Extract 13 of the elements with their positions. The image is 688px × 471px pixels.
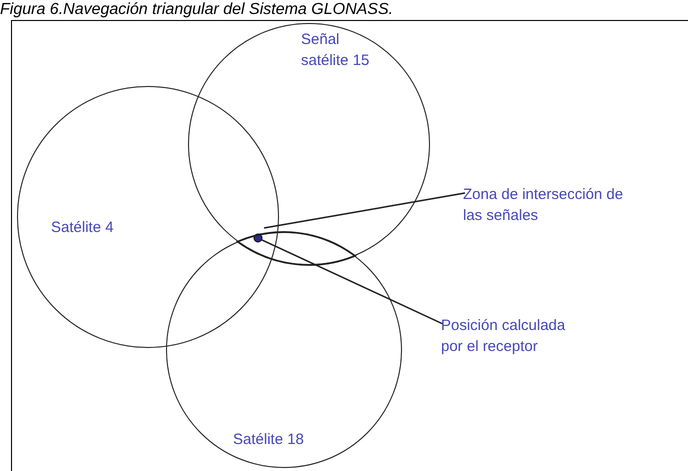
- leader-line: [261, 239, 444, 325]
- position-dot: [254, 234, 262, 242]
- figure-title: Figura 6.Navegación triangular del Sistema GLONASS.: [0, 0, 394, 19]
- signal-circle: [166, 232, 402, 468]
- satellite-label: Señal satélite 15: [301, 30, 370, 71]
- intersection-zone: [236, 231, 356, 266]
- callout-label: Posición calculada por el receptor: [441, 315, 591, 357]
- callout-label: Zona de intersección de las señales: [463, 184, 633, 226]
- satellite-label: Satélite 4: [51, 218, 115, 238]
- satellite-label: Satélite 18: [233, 430, 305, 450]
- signal-circle: [188, 23, 430, 265]
- signal-circle: [17, 86, 279, 348]
- leader-line: [264, 192, 466, 229]
